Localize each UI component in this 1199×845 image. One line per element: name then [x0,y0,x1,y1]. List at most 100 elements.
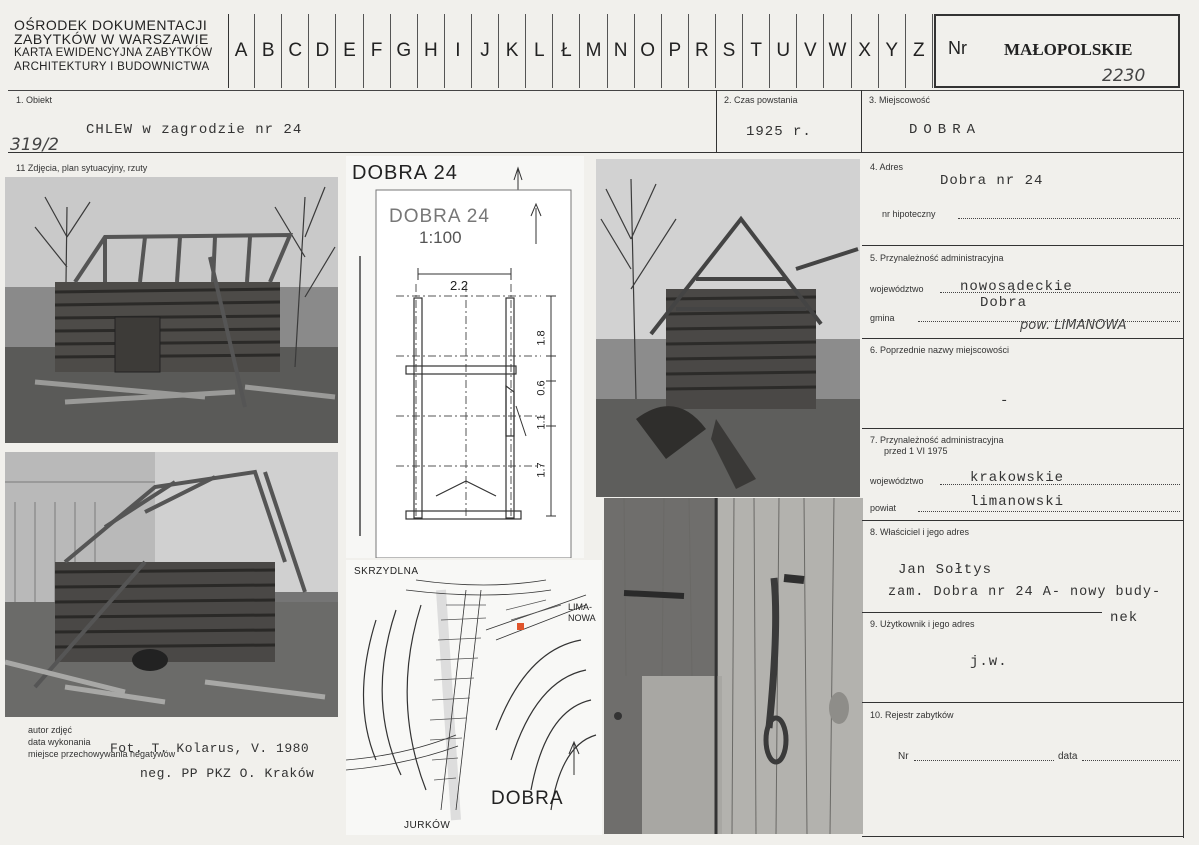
index-letter: S [716,14,744,88]
index-letter: K [499,14,527,88]
region-box [934,14,1180,88]
card-number: 2230 [1102,66,1146,86]
gmina-line [918,321,1180,322]
index-letter: H [418,14,445,88]
floor-plan-sketch: DOBRA 24 [346,156,584,558]
data-wykonania-label: data wykonania [28,737,91,747]
uzytkownik-label: 9. Użytkownik i jego adres [870,619,975,629]
right-edge [1183,90,1184,838]
header-rule [8,90,1183,91]
map-title: DOBRA [491,788,564,809]
row-rule [862,245,1183,246]
admin-old-label-2: przed 1 VI 1975 [884,446,948,456]
plan-dim-1: 1.8 [535,330,548,346]
gmina-label: gmina [870,313,895,323]
wlasciciel-line-3: nek [1110,610,1139,626]
wojewodztwo-value: nowosądeckie [960,279,1073,295]
index-letter: M [580,14,608,88]
row-rule [862,428,1183,429]
obiekt-value: CHLEW w zagrodzie nr 24 [86,122,303,138]
adres-label: 4. Adres [870,162,904,172]
map-drawing [346,579,597,821]
photo-barn-side [5,452,338,717]
situation-map: SKRZYDLNA LIMA-NOWA JURKÓW DOBRA [346,560,602,835]
autor-value: Fot. T. Kolarus, V. 1980 [110,741,310,756]
photo-door-detail [604,498,863,834]
obiekt-note: 319/2 [10,135,59,155]
poprzednie-value: - [1000,393,1010,409]
powiat-value: limanowski [970,494,1065,510]
nr-label: Nr [948,38,967,58]
index-letter: Ł [553,14,581,88]
wojewodztwo-label: województwo [870,284,924,294]
index-letter: V [797,14,825,88]
hipoteczny-label: nr hipoteczny [882,209,936,219]
zdjecia-label: 11 Zdjęcia, plan sytuacyjny, rzuty [16,163,148,173]
rejestr-data-line [1082,760,1180,761]
plan-scale: 1:100 [419,228,462,247]
index-letter: T [743,14,771,88]
index-letter: I [445,14,472,88]
photo-barn-front-image [5,177,338,443]
index-letter: B [255,14,283,88]
wlasciciel-label: 8. Właściciel i jego adres [870,527,970,537]
miejscowosc-label: 3. Miejscowość [869,95,931,105]
wlasciciel-line-1: Jan Sołtys [898,562,993,578]
powiat-label: powiat [870,503,897,513]
region-name: MAŁOPOLSKIE [1004,40,1133,59]
woj-old-label: województwo [870,476,924,486]
wlasciciel-line-2: zam. Dobra nr 24 A- nowy budy- [888,585,1162,600]
index-letter: R [689,14,716,88]
index-letter: X [852,14,879,88]
row-rule [862,338,1183,339]
uzytkownik-value: j.w. [970,654,1008,670]
plan-dim-width: 2.2 [450,278,469,293]
photo-barn-gable-image [596,159,860,497]
index-letter: L [526,14,554,88]
index-letter: D [309,14,337,88]
obiekt-label: 1. Obiekt [16,95,53,105]
adres-value: Dobra nr 24 [940,173,1044,189]
index-letter: A [228,14,256,88]
divider [861,90,862,152]
rejestr-nr-line [914,760,1054,761]
photo-barn-front [5,177,338,443]
bottom-rule [862,836,1183,837]
index-letter: Y [879,14,906,88]
gmina-value: Dobra [980,295,1028,311]
admin-old-label: 7. Przynależność administracyjna [870,435,1004,445]
plan-title: DOBRA 24 [352,162,458,184]
index-letter: C [282,14,310,88]
plan-dim-2: 0.6 [535,380,548,396]
hipoteczny-line [958,218,1180,219]
institution-line-3: KARTA EWIDENCYJNA ZABYTKÓW [14,47,213,59]
index-letter: G [391,14,418,88]
map-label-top: SKRZYDLNA [354,566,419,577]
powiat-line [918,511,1180,512]
map-label-bottom: JURKÓW [404,820,451,831]
miejsce-value: neg. PP PKZ O. Kraków [140,766,315,781]
rejestr-nr-label: Nr [898,751,909,762]
index-letter: O [635,14,662,88]
institution-line-1: OŚRODEK DOKUMENTACJI [14,17,208,33]
index-letter: U [770,14,798,88]
index-letter: W [824,14,852,88]
photo-barn-side-image [5,452,338,717]
wojewodztwo-line [940,292,1180,293]
index-letter: Z [906,14,933,88]
divider [716,90,717,152]
photo-barn-gable [596,159,860,497]
woj-old-line [940,484,1180,485]
plan-dim-4: 1.7 [535,462,548,478]
photo-door-detail-image [604,498,863,834]
floor-plan-drawing [359,166,572,558]
institution-line-2: ZABYTKÓW W WARSZAWIE [14,31,209,47]
institution-header: OŚRODEK DOKUMENTACJI ZABYTKÓW W WARSZAWI… [14,18,228,74]
row-rule [862,612,1102,613]
plan-dim-3: 1.1 [535,414,548,430]
rejestr-label: 10. Rejestr zabytków [870,710,954,720]
row-rule [862,702,1183,703]
woj-old-value: krakowskie [970,470,1065,486]
